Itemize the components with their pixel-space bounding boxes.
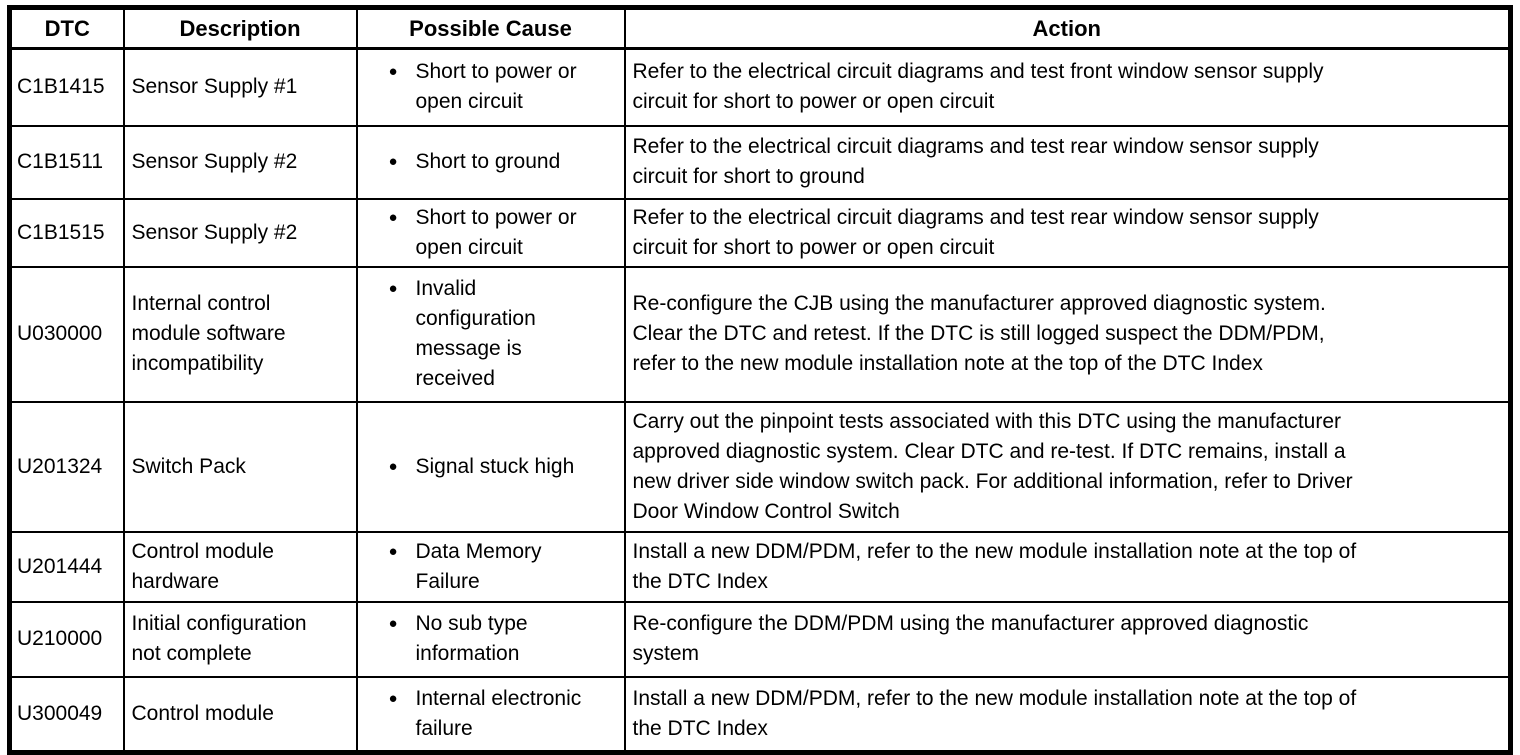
cell-dtc: U201324 [8,400,125,533]
cell-dtc: U210000 [8,600,125,678]
cell-action: Re-configure the CJB using the manufactu… [623,265,1512,403]
cell-possible-cause: ● Signal stuck high [355,400,626,533]
cell-description: Sensor Supply #1 [122,47,358,127]
cause-text: Internal electronic failure [415,686,582,740]
bullet-icon: ● [388,153,398,170]
cell-action: Install a new DDM/PDM, refer to the new … [623,530,1512,603]
header-cell-action: Action [623,6,1512,50]
cell-dtc: U030000 [8,265,125,403]
header-cell-possible-cause: Possible Cause [355,6,626,50]
cell-action: Carry out the pinpoint tests associated … [623,400,1512,533]
cell-description: Sensor Supply #2 [122,124,358,200]
cell-dtc: C1B1511 [8,124,125,200]
cell-possible-cause: ● No sub type information [355,600,626,678]
cell-dtc: U201444 [8,530,125,603]
cell-description: Sensor Supply #2 [122,197,358,268]
bullet-icon: ● [388,63,398,81]
cause-text: Short to ground [415,150,561,173]
cell-action: Re-configure the DDM/PDM using the manuf… [623,600,1512,678]
cause-text: Data Memory Failure [415,539,542,593]
cell-description: Control module hardware [122,530,358,603]
header-cell-dtc: DTC [8,6,125,50]
cause-text: Signal stuck high [415,454,575,478]
cell-action: Refer to the electrical circuit diagrams… [623,197,1512,268]
cell-dtc: C1B1515 [8,197,125,268]
cell-possible-cause: ● Data Memory Failure [355,530,626,603]
cell-action: Refer to the electrical circuit diagrams… [623,124,1512,200]
cell-description: Switch Pack [122,400,358,533]
header-cell-description: Description [122,6,358,50]
cause-text: Invalid configuration message is receive… [415,277,536,390]
cell-possible-cause: ● Short to power or open circuit [355,197,626,268]
cell-possible-cause: ● Short to power or open circuit [355,47,626,127]
bullet-icon: ● [388,280,398,297]
cell-description: Control module [122,675,358,754]
bullet-icon: ● [388,208,398,226]
cell-possible-cause: ● Internal electronic failure [355,675,626,754]
cell-description: Internal control module software incompa… [122,265,358,403]
cause-text: No sub type information [415,612,528,665]
cell-possible-cause: ● Invalid configuration message is receiv… [355,265,626,403]
bullet-icon: ● [388,457,398,475]
cell-dtc: U300049 [8,675,125,754]
cell-possible-cause: ● Short to ground [355,124,626,200]
bullet-icon: ● [388,615,398,632]
bullet-icon: ● [388,542,398,560]
cell-description: Initial configuration not complete [122,600,358,678]
dtc-table: DTC Description Possible Cause Action C1… [7,5,1513,755]
header-row: DTC Description Possible Cause Action [8,6,1512,50]
cell-dtc: C1B1415 [8,47,125,127]
cell-action: Install a new DDM/PDM, refer to the new … [623,675,1512,754]
cause-text: Short to power or open circuit [415,60,577,114]
cause-text: Short to power or open circuit [415,205,577,259]
cell-action: Refer to the electrical circuit diagrams… [623,47,1512,127]
bullet-icon: ● [388,689,398,707]
